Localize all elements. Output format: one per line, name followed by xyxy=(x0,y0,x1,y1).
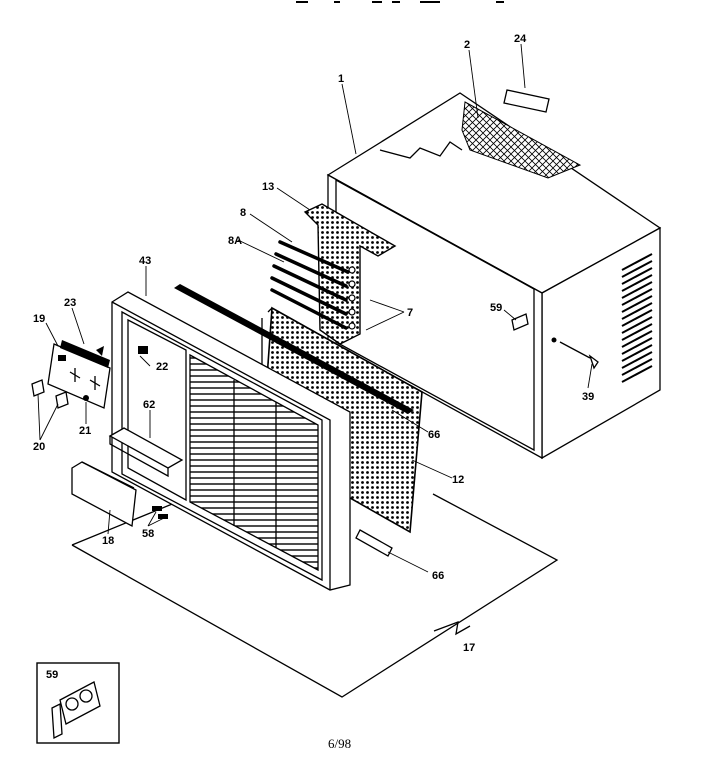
callout-66-lower: 66 xyxy=(432,570,444,582)
callout-17: 17 xyxy=(463,642,475,654)
callout-39: 39 xyxy=(582,391,594,403)
callout-12: 12 xyxy=(452,474,464,486)
callout-62: 62 xyxy=(143,399,155,411)
callout-labels: 1 2 24 13 8 8A 43 7 59 23 19 22 39 62 66… xyxy=(33,33,594,681)
callout-19: 19 xyxy=(33,313,45,325)
callout-24: 24 xyxy=(514,33,527,45)
bracket-59 xyxy=(511,313,529,331)
inset-detail xyxy=(36,662,120,744)
callout-1: 1 xyxy=(338,73,344,85)
callout-21: 21 xyxy=(79,425,91,437)
fasteners xyxy=(152,506,168,519)
control-panel xyxy=(47,340,111,409)
callout-18: 18 xyxy=(102,535,114,547)
page-number: 6/98 xyxy=(328,736,351,751)
callout-7: 7 xyxy=(407,307,413,319)
callout-13: 13 xyxy=(262,181,274,193)
access-door xyxy=(71,461,137,528)
front-panel xyxy=(108,291,351,591)
callout-66-upper: 66 xyxy=(428,429,440,441)
callout-43: 43 xyxy=(139,255,151,267)
callout-8a: 8A xyxy=(228,235,242,247)
callout-59-inset: 59 xyxy=(46,669,58,681)
callout-22: 22 xyxy=(156,361,168,373)
callout-8: 8 xyxy=(240,207,246,219)
knobs xyxy=(31,379,89,409)
bottom-rail xyxy=(355,529,393,557)
callout-59: 59 xyxy=(490,302,502,314)
top-rail xyxy=(174,284,414,414)
callout-20: 20 xyxy=(33,441,45,453)
callout-23: 23 xyxy=(64,297,76,309)
floor-break-marks xyxy=(433,620,471,636)
evaporator-coil xyxy=(270,203,397,345)
label-plate xyxy=(503,89,550,113)
callout-58: 58 xyxy=(142,528,154,540)
callout-2: 2 xyxy=(464,39,470,51)
screw-39 xyxy=(559,341,599,370)
leader-lines xyxy=(37,43,593,573)
